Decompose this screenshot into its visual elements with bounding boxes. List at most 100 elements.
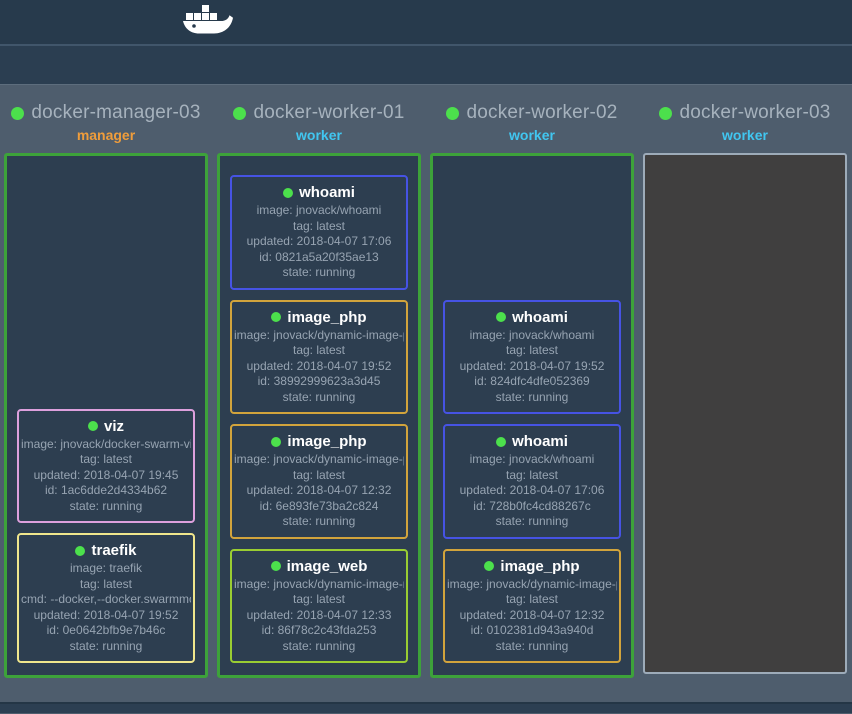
node-box <box>643 153 847 674</box>
task-detail-line: updated: 2018-04-07 19:52 <box>459 358 605 373</box>
task-detail-line: updated: 2018-04-07 12:32 <box>459 607 605 622</box>
task-status-dot-icon <box>75 545 86 556</box>
task-detail-line: state: running <box>495 638 569 653</box>
task-detail-line: state: running <box>282 514 356 528</box>
task-detail-line: image: jnovack/docker-swarm-visualizer <box>21 436 191 451</box>
task-status-dot-icon <box>496 436 507 447</box>
task-detail-line: image: jnovack/dynamic-image-php <box>234 327 404 342</box>
node-role-label: worker <box>509 127 555 143</box>
task-detail-line: state: running <box>495 514 569 528</box>
node-name-row: docker-worker-03 <box>643 101 847 125</box>
node-header: docker-manager-03 manager <box>4 101 208 145</box>
task-detail-line: state: running <box>282 638 356 653</box>
task-detail-line: state: running <box>69 638 143 653</box>
node-header: docker-worker-01 worker <box>217 101 421 145</box>
task-detail-line: id: 0821a5a20f35ae13 <box>259 249 379 264</box>
top-header-bar <box>0 0 852 44</box>
task-detail-line: tag: latest <box>292 467 346 482</box>
task-name: viz <box>103 417 124 435</box>
node-status-dot-icon <box>446 106 460 120</box>
footer-bar <box>0 704 852 713</box>
docker-whale-icon <box>183 5 233 34</box>
task-detail-line: state: running <box>69 498 143 513</box>
task-status-dot-icon <box>283 187 294 198</box>
node-status-dot-icon <box>659 106 673 120</box>
task-detail-line: cmd: --docker,--docker.swarmmode <box>21 592 191 606</box>
task-name: image_php <box>500 557 580 575</box>
task-name: whoami <box>512 308 568 326</box>
node-column-docker-worker-03: docker-worker-03 worker <box>643 101 847 678</box>
node-name: docker-worker-01 <box>253 102 405 123</box>
node-role-label: worker <box>296 127 342 143</box>
sub-header-bar <box>0 46 852 85</box>
task-detail-line: id: 0e0642bfb9e7b46c <box>46 623 166 637</box>
task-title: traefik <box>21 542 191 559</box>
task-detail-line: id: 0102381d943a940d <box>470 623 594 637</box>
node-role-label: manager <box>76 127 136 143</box>
node-role-label: worker <box>722 127 768 143</box>
task-detail-line: tag: latest <box>505 343 559 357</box>
task-title: image_php <box>234 433 404 450</box>
task-detail-line: tag: latest <box>79 576 133 591</box>
task-status-dot-icon <box>484 561 495 571</box>
node-name-row: docker-worker-01 <box>217 101 421 125</box>
task-detail-line: image: jnovack/whoami <box>256 203 382 217</box>
task-name: image_php <box>287 308 367 326</box>
task-detail-line: tag: latest <box>292 592 346 606</box>
node-name: docker-manager-03 <box>31 102 201 123</box>
node-name: docker-worker-02 <box>466 102 618 123</box>
task-detail-line: image: jnovack/dynamic-image-php <box>447 576 617 591</box>
task-name: image_php <box>287 433 367 450</box>
task-name: traefik <box>91 542 137 559</box>
task-card: image_php image: jnovack/dynamic-image-ph… <box>230 424 408 539</box>
task-detail-line: updated: 2018-04-07 19:52 <box>246 358 392 373</box>
footer-divider <box>0 702 852 704</box>
node-header: docker-worker-03 worker <box>643 101 847 145</box>
task-title: image_php <box>234 309 404 326</box>
task-detail-line: id: 86f78c2c43fda253 <box>261 623 377 637</box>
task-status-dot-icon <box>496 312 507 322</box>
task-detail-line: image: jnovack/whoami <box>469 327 595 342</box>
task-detail-line: image: traefik <box>69 561 143 575</box>
task-title: viz <box>21 418 191 435</box>
task-status-dot-icon <box>271 312 282 322</box>
task-detail-line: updated: 2018-04-07 19:52 <box>33 607 179 622</box>
task-detail-line: image: jnovack/dynamic-image-php <box>234 452 404 466</box>
task-detail-line: id: 1ac6dde2d4334b62 <box>44 483 168 497</box>
task-title: whoami <box>447 309 617 326</box>
task-detail-line: tag: latest <box>292 343 346 357</box>
task-name: whoami <box>512 433 568 450</box>
task-detail-line: tag: latest <box>292 218 346 233</box>
task-detail-line: state: running <box>495 389 569 404</box>
node-header: docker-worker-02 worker <box>430 101 634 145</box>
task-detail-line: tag: latest <box>505 592 559 606</box>
task-detail-line: id: 38992999623a3d45 <box>257 374 381 388</box>
task-detail-line: image: jnovack/whoami <box>469 452 595 466</box>
task-detail-line: state: running <box>282 265 356 279</box>
task-title: whoami <box>447 433 617 450</box>
task-detail-line: id: 6e893fe73ba2c824 <box>259 498 379 513</box>
task-detail-line: updated: 2018-04-07 12:32 <box>246 483 392 497</box>
task-detail-line: id: 728b0fc4cd88267c <box>473 498 591 513</box>
task-detail-line: updated: 2018-04-07 17:06 <box>246 234 392 248</box>
node-status-dot-icon <box>233 106 247 120</box>
task-status-dot-icon <box>271 436 282 447</box>
task-detail-line: updated: 2018-04-07 19:45 <box>33 467 179 482</box>
task-detail-line: tag: latest <box>505 467 559 482</box>
task-status-dot-icon <box>270 561 281 571</box>
